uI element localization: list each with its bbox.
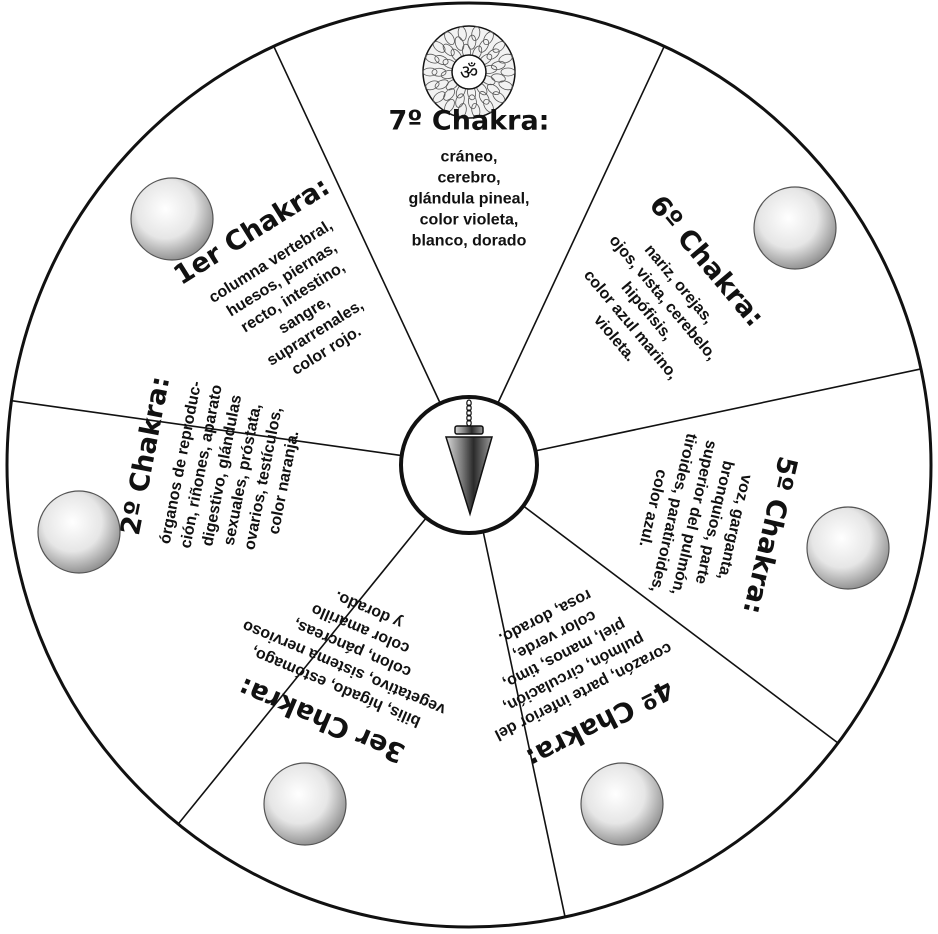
divider-line-3 xyxy=(535,368,922,452)
divider-line-7 xyxy=(11,399,402,457)
chakra-description-line: cerebro, xyxy=(437,170,500,187)
section-dividers xyxy=(11,45,922,918)
chakra-description-line: cráneo, xyxy=(441,149,498,166)
pendulum-chain xyxy=(466,399,472,427)
orb-icon xyxy=(263,762,347,846)
chakra-text-block: 7º Chakra: cráneo, cerebro, glándula pineal… xyxy=(389,106,550,250)
pendulum-cone xyxy=(444,436,493,517)
chain-link xyxy=(466,404,472,412)
om-lotus-icon: ॐ xyxy=(422,25,516,119)
divider-line-6 xyxy=(177,517,427,825)
divider-line-5 xyxy=(482,531,566,918)
chakra-description-line: color violeta, xyxy=(420,212,519,229)
center-hub xyxy=(399,395,539,535)
chakra-4-sector: 4º Chakra:corazón, parte inferior delpul… xyxy=(492,586,678,846)
chakra-description-line: glándula pineal, xyxy=(409,191,530,208)
orb-icon xyxy=(580,762,664,846)
chakra-description-line: blanco, dorado xyxy=(412,233,527,250)
om-symbol: ॐ xyxy=(460,60,478,84)
orb-icon xyxy=(37,490,121,574)
divider-line-4 xyxy=(522,505,839,744)
orb-icon xyxy=(130,177,214,261)
chakra-sectors: ॐ 7º Chakra: cráneo, cerebro, glándula pinea… xyxy=(37,25,890,846)
divider-line-1 xyxy=(273,45,441,404)
chain-link xyxy=(466,414,472,422)
chain-link xyxy=(466,399,472,407)
pendulum-cap xyxy=(454,425,484,435)
divider-line-2 xyxy=(497,45,665,404)
orb-icon xyxy=(753,186,837,270)
chakra-title: 7º Chakra: xyxy=(389,106,550,137)
chakra-text-block: 4º Chakra:corazón, parte inferior delpul… xyxy=(492,586,678,774)
orb-icon xyxy=(806,506,890,590)
chakra-7-sector: ॐ 7º Chakra: cráneo, cerebro, glándula pinea… xyxy=(389,25,550,250)
chain-link xyxy=(466,409,472,417)
pendulum-icon xyxy=(444,399,493,517)
